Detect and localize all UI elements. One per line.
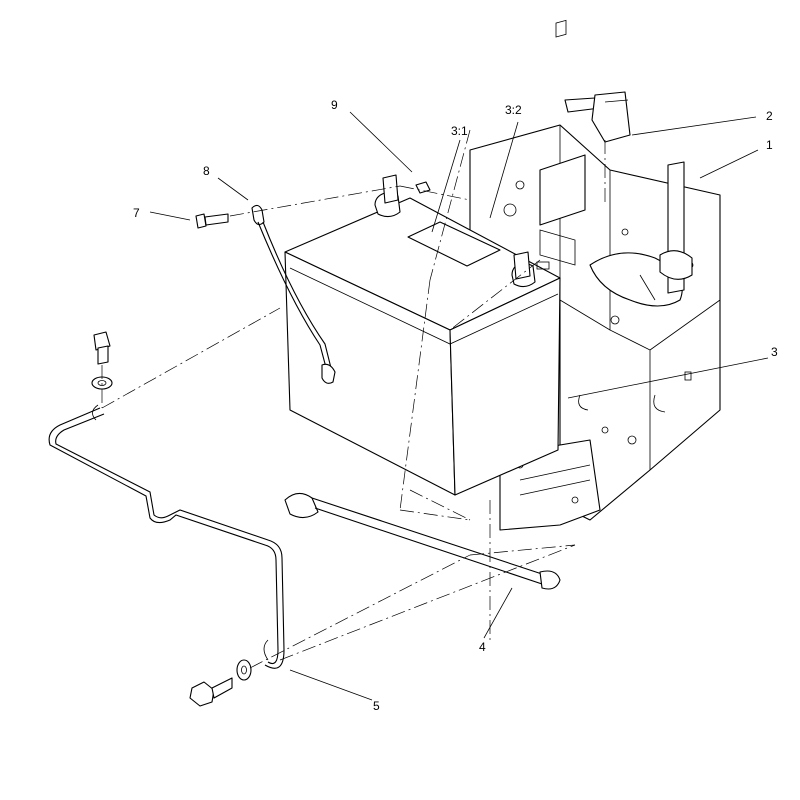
callout-label-3-2: 3:2	[505, 103, 522, 117]
callout-label-9: 9	[331, 98, 338, 112]
callout-label-3: 3	[771, 345, 778, 359]
upper-bolt-washer	[91, 331, 113, 390]
assembly-centerlines	[101, 129, 606, 669]
callout-label-4: 4	[479, 640, 486, 654]
terminal-cover-part	[564, 91, 631, 143]
long-cable	[284, 492, 561, 590]
battery	[284, 174, 561, 496]
callout-label-7: 7	[133, 206, 140, 220]
lower-bolt-washer	[189, 659, 252, 707]
callout-label-1: 1	[766, 138, 773, 152]
bolt-item-7	[195, 213, 229, 229]
callout-label-3-1: 3:1	[451, 124, 468, 138]
callout-label-5: 5	[373, 699, 380, 713]
callout-label-8: 8	[203, 164, 210, 178]
leader-lines	[149, 111, 769, 701]
callout-label-2: 2	[766, 109, 773, 123]
frame-chassis	[469, 19, 721, 531]
hold-down-rod	[48, 404, 285, 669]
